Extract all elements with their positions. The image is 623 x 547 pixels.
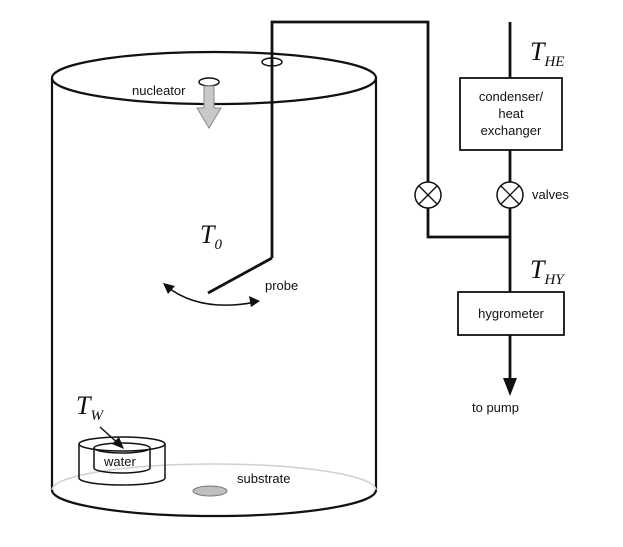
probe-label: probe: [265, 278, 298, 293]
nucleator-arrow-icon: [196, 85, 222, 129]
tw-pointer-arrow-icon: [99, 426, 124, 449]
chamber-cylinder: [50, 50, 378, 518]
valve-left-icon: [414, 181, 442, 209]
main-tube: [270, 20, 510, 258]
nucleator-label: nucleator: [132, 83, 186, 98]
chamber-bottom-front: [50, 489, 378, 518]
nucleator-opening: [198, 77, 220, 87]
water-dish: [78, 436, 166, 486]
thy-label: THY: [530, 255, 565, 288]
condenser-label-line1: condenser/: [479, 89, 544, 104]
condenser-label-line2: heat: [498, 106, 524, 121]
hygrometer-label: hygrometer: [478, 306, 544, 321]
valves-label: valves: [532, 187, 569, 202]
valve-right-icon: [496, 181, 524, 209]
hygrometer-box: [457, 291, 565, 336]
probe-swing-arrow-icon: [163, 283, 260, 307]
water-label: water: [103, 454, 136, 469]
pump-arrow-icon: [503, 378, 517, 396]
chamber-bottom-back: [51, 463, 377, 491]
condenser-label-line3: exchanger: [481, 123, 542, 138]
substrate-label: substrate: [237, 471, 290, 486]
to-pump-label: to pump: [472, 400, 519, 415]
substrate-disc: [192, 485, 228, 497]
t0-label: T0: [200, 220, 222, 253]
nucleator: [196, 77, 222, 129]
condenser-box: [459, 77, 563, 151]
probe-tubing: [207, 20, 512, 380]
the-label: THE: [530, 37, 564, 70]
tw-label: TW: [76, 391, 104, 424]
probe-tip: [207, 256, 273, 295]
